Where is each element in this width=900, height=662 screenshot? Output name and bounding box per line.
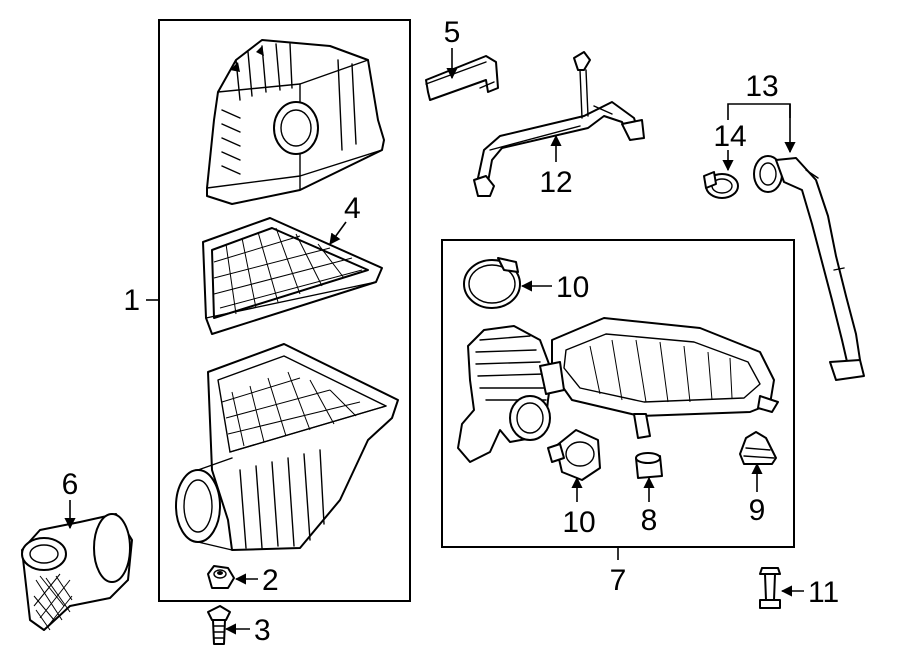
callout-7: 7 (610, 564, 627, 597)
leader-4 (329, 221, 347, 245)
callout-8: 8 (641, 504, 658, 537)
callout-14: 14 (713, 120, 746, 153)
callout-11: 11 (808, 576, 839, 609)
intake-hose (457, 325, 565, 463)
callout-9: 9 (749, 494, 766, 527)
bolt-11 (759, 567, 781, 609)
clamp-10-upper (463, 257, 521, 309)
mass-air-flow-sensor-6 (21, 513, 133, 631)
hose-13 (753, 155, 865, 381)
bolt-3 (207, 605, 231, 645)
clamp-10-lower (547, 429, 601, 481)
callout-3: 3 (254, 614, 271, 647)
callout-2: 2 (262, 564, 279, 597)
callout-4: 4 (344, 192, 361, 225)
callout-10-upper: 10 (556, 271, 589, 304)
vent-tube-12 (473, 51, 645, 197)
leader-13 (727, 103, 791, 120)
callout-1: 1 (123, 284, 140, 317)
assembly-1-frame (158, 19, 411, 602)
callout-5: 5 (444, 16, 461, 49)
air-cleaner-lower-housing (175, 343, 399, 551)
grommet-9 (739, 431, 777, 465)
air-cleaner-cover (206, 39, 385, 205)
insulator-8 (635, 452, 663, 479)
callout-10-lower: 10 (562, 506, 595, 539)
clamp-14 (703, 171, 739, 199)
bracket-5 (425, 55, 499, 101)
callout-6: 6 (62, 468, 79, 501)
callout-12: 12 (539, 166, 572, 199)
resonator-duct (551, 317, 779, 439)
air-filter-element (202, 217, 383, 335)
grommet-2 (207, 565, 235, 589)
callout-13: 13 (745, 70, 778, 103)
